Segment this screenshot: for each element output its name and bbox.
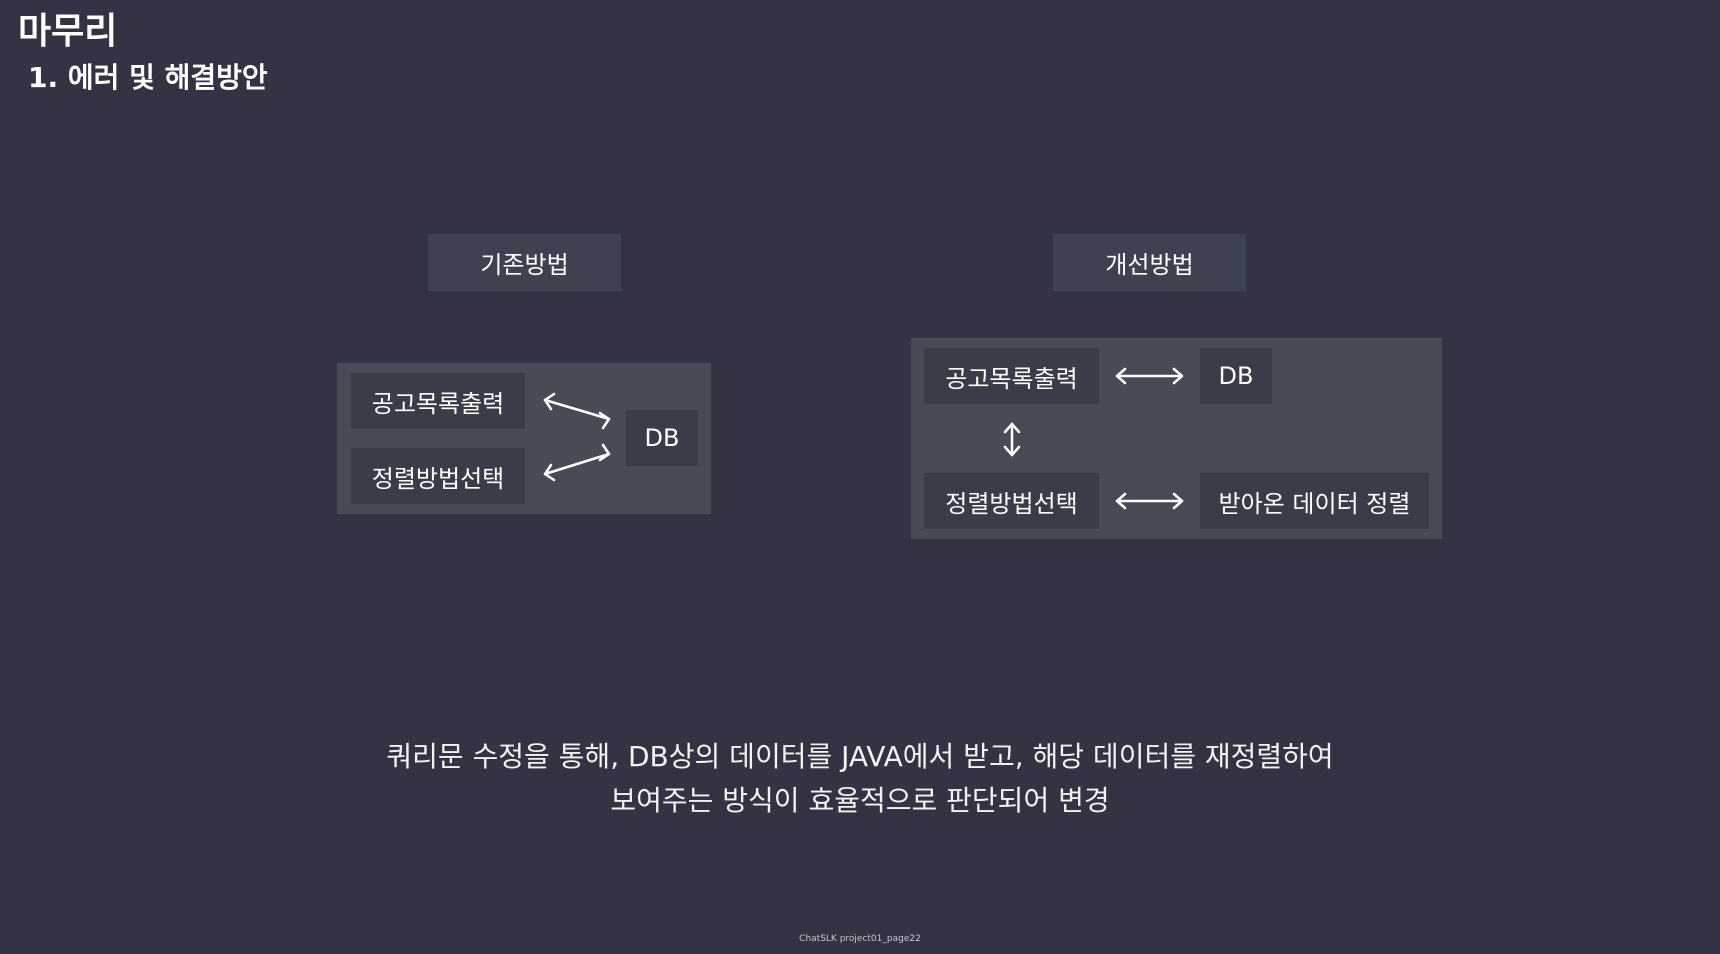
old-db-box: DB (626, 410, 698, 466)
new-method-header: 개선방법 (1053, 234, 1246, 291)
page-footer: ChatSLK project01_page22 (799, 934, 921, 944)
section-subtitle: 1. 에러 및 해결방안 (28, 61, 268, 94)
old-sort-select-box: 정렬방법선택 (351, 448, 525, 504)
new-sort-select-box: 정렬방법선택 (924, 473, 1099, 529)
new-sorted-data-box: 받아온 데이터 정렬 (1200, 473, 1429, 529)
new-list-output-box: 공고목록출력 (924, 348, 1099, 404)
old-list-output-box: 공고목록출력 (351, 373, 525, 429)
summary-line-1: 쿼리문 수정을 통해, DB상의 데이터를 JAVA에서 받고, 해당 데이터를… (386, 740, 1334, 773)
old-method-header: 기존방법 (428, 234, 621, 291)
summary-line-2: 보여주는 방식이 효율적으로 판단되어 변경 (610, 784, 1110, 817)
page-title: 마무리 (18, 11, 118, 52)
summary-text: 쿼리문 수정을 통해, DB상의 데이터를 JAVA에서 받고, 해당 데이터를… (0, 735, 1720, 823)
new-db-box: DB (1200, 348, 1272, 404)
